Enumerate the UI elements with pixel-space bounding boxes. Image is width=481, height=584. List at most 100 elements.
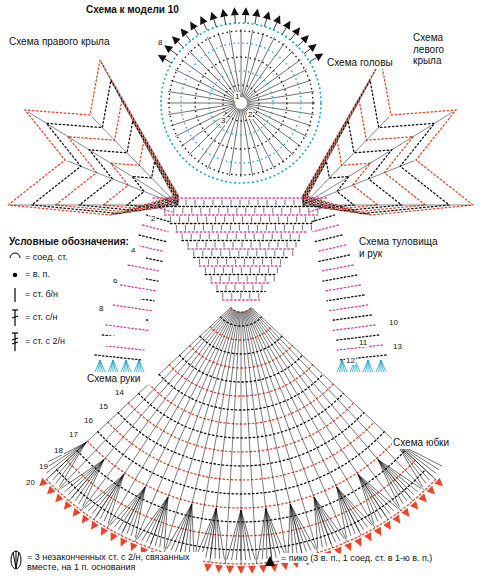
stitch-row <box>303 80 449 213</box>
stitch-stroke <box>126 360 131 372</box>
picot <box>383 521 391 530</box>
stitch-stroke <box>260 217 261 223</box>
chart-title: Схема к модели 10 <box>86 4 179 16</box>
stitch-stroke <box>281 208 282 214</box>
stitch-stroke <box>272 234 273 240</box>
stitch-stroke <box>138 497 168 539</box>
stitch-stroke <box>198 108 238 163</box>
stitch-stroke <box>363 360 368 372</box>
stitch-stroke <box>240 200 241 206</box>
stitch-stroke <box>396 443 426 484</box>
stitch-stroke <box>302 225 303 231</box>
stitch-stroke <box>236 234 237 240</box>
stitch-row <box>325 285 360 291</box>
stitch-stroke <box>178 42 184 48</box>
stitch-stroke <box>188 217 189 223</box>
stitch-stroke <box>233 217 234 223</box>
stitch-stroke <box>376 360 381 372</box>
stitch-stroke <box>250 309 413 501</box>
stitch-row <box>194 257 289 258</box>
stitch-stroke <box>213 200 214 206</box>
stitch-stroke <box>179 217 180 223</box>
picot <box>101 527 109 536</box>
stitch-stroke <box>340 360 343 372</box>
picot <box>273 15 280 24</box>
stitch-stroke <box>204 23 207 30</box>
stitch-stroke <box>216 509 224 560</box>
stitch-stroke <box>137 360 140 372</box>
picot <box>259 565 267 573</box>
stitch-row <box>303 141 378 209</box>
picot <box>354 537 361 546</box>
stitch-stroke <box>85 475 124 509</box>
legend-text: = 3 незаконченных ст. с 2/н, связанных в… <box>26 552 203 573</box>
stitch-stroke <box>53 443 86 481</box>
stitch-stroke <box>139 360 144 372</box>
stitch-row <box>143 225 168 232</box>
stitch-stroke <box>317 208 318 214</box>
stitch-stroke <box>276 200 277 206</box>
picot <box>226 566 234 574</box>
stitch-stroke <box>379 360 382 372</box>
stitch-stroke <box>201 509 216 557</box>
stitch-stroke <box>124 360 127 372</box>
stitch-stroke <box>164 208 165 214</box>
stitch-stroke <box>303 205 470 206</box>
stitch-stroke <box>165 59 172 63</box>
stitch-stroke <box>217 259 218 265</box>
stitch-stroke <box>209 234 210 240</box>
stitch-stroke <box>204 200 205 206</box>
section-label: Схема головы <box>326 57 398 69</box>
stitch-stroke <box>151 497 168 544</box>
stitch-stroke <box>108 475 124 524</box>
picot <box>364 532 371 541</box>
stitch-stroke <box>218 33 239 98</box>
stitch-stroke <box>298 41 304 47</box>
stitch-stroke <box>262 509 266 560</box>
stitch-stroke <box>224 17 226 25</box>
row-number: 19 <box>38 462 49 471</box>
row-number: 1 <box>234 92 240 101</box>
stitch-stroke <box>226 259 227 265</box>
stitch-stroke <box>198 43 238 98</box>
stitch-row <box>170 223 311 224</box>
stitch-stroke <box>358 475 378 522</box>
stitch-stroke <box>249 309 400 510</box>
stitch-stroke <box>245 234 246 240</box>
stitch-stroke <box>168 104 235 115</box>
picot <box>164 45 173 53</box>
picot <box>308 44 317 52</box>
stitch-stroke <box>244 285 245 291</box>
section-label: Условные обозначения: <box>8 236 140 248</box>
stitch-row <box>139 235 166 242</box>
stitch-stroke <box>206 217 207 223</box>
row-number: 14 <box>114 388 125 397</box>
stitch-stroke <box>314 497 336 542</box>
stitch-stroke <box>102 63 178 205</box>
picot <box>314 54 323 62</box>
stitch-stroke <box>242 312 257 564</box>
stitch-stroke <box>314 217 315 223</box>
stitch-stroke <box>247 91 314 102</box>
stitch-stroke <box>245 43 285 98</box>
stitch-stroke <box>171 105 236 126</box>
stitch-stroke <box>247 80 312 101</box>
stitch-stroke <box>194 225 195 231</box>
stitch-stroke <box>173 208 174 214</box>
stitch-row <box>329 305 368 311</box>
stitch-stroke <box>310 58 317 62</box>
stitch-stroke <box>211 276 212 282</box>
picot <box>300 35 308 43</box>
stitch-stroke <box>241 109 242 177</box>
stitch-stroke <box>229 276 230 282</box>
stitch-row <box>159 206 323 207</box>
stitch-stroke <box>247 276 248 282</box>
row-number: 13 <box>392 342 403 351</box>
stitch-stroke <box>249 310 388 520</box>
stitch-stroke <box>210 509 216 559</box>
stitch-row <box>79 121 178 211</box>
stitch-stroke <box>246 60 301 100</box>
stitch-stroke <box>245 51 293 99</box>
stitch-stroke <box>254 234 255 240</box>
stitch-stroke <box>378 460 403 504</box>
